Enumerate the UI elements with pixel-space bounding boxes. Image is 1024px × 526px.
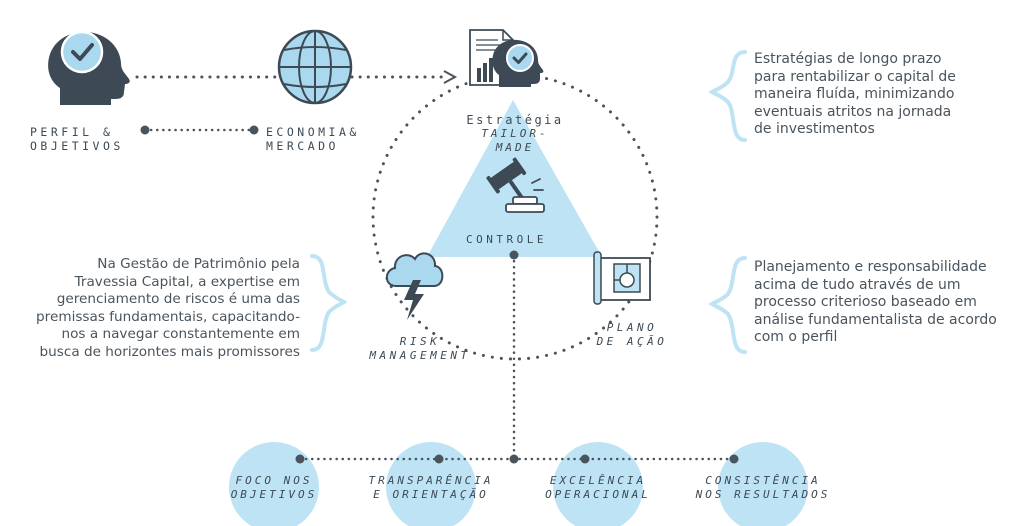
brace-middle-left [310, 254, 348, 352]
pillar-circle-2 [386, 442, 476, 526]
pillar-circle-3 [553, 442, 643, 526]
pillar-1-line1: FOCO NOS [235, 474, 313, 487]
globe-icon [277, 29, 353, 105]
planejamento-desc-line: acima de tudo através de um [754, 276, 961, 293]
pillar-4-line1: CONSISTÊNCIA [705, 474, 821, 487]
perfil-line2: OBJETIVOS [30, 139, 124, 153]
perfil-dot [140, 125, 150, 135]
estrategia-line3: MADE [495, 141, 535, 154]
economia-dot [249, 125, 259, 135]
gestao-desc-line: nos a navegar constantemente em [61, 326, 300, 342]
document-chart-icon [469, 29, 544, 87]
gestao-desc-line: Travessia Capital, a expertise em [74, 273, 300, 290]
gestao-desc-line: Na Gestão de Patrimônio pela [97, 256, 300, 272]
gestao-desc-line: busca de horizontes mais promissores [39, 343, 300, 360]
pillar-circle-1 [229, 442, 319, 526]
pillar-label-4: CONSISTÊNCIA NOS RESULTADOS [663, 474, 863, 502]
economia-label: ECONOMIA& MERCADO [266, 125, 360, 153]
brace-top-right [708, 50, 747, 142]
estrategia-desc-line: para rentabilizar o capital de [754, 68, 956, 85]
gestao-desc-line: premissas fundamentais, capacitando- [36, 308, 300, 325]
controle-label: CONTROLE [466, 233, 547, 246]
bottom-dot-4 [580, 454, 590, 464]
plano-label: PLANO DE AÇÃO [582, 321, 682, 349]
estrategia-desc-line: maneira fluída, minimizando [754, 86, 955, 102]
pillar-label-2: TRANSPARÊNCIA E ORIENTAÇÃO [346, 474, 516, 502]
estrategia-desc-line: de investimentos [754, 121, 875, 137]
estrategia-desc-line: eventuais atritos na jornada [754, 103, 952, 120]
pillar-4-line2: NOS RESULTADOS [695, 488, 831, 501]
plano-line2: DE AÇÃO [596, 335, 668, 348]
blueprint-icon [593, 251, 651, 305]
gestao-desc-line: gerenciamento de riscos é uma das [56, 291, 300, 307]
estrategia-line2: TAILOR- [481, 127, 549, 140]
economia-line1: ECONOMIA& [266, 125, 360, 139]
risk-line1: RISK [399, 335, 441, 348]
planejamento-desc-line: análise fundamentalista de acordo [754, 311, 997, 328]
bottom-dot-5 [729, 454, 739, 464]
estrategia-description: Estratégias de longo prazo para rentabil… [754, 51, 1014, 139]
controle-dot [509, 250, 519, 260]
planejamento-desc-line: Planejamento e responsabilidade [754, 259, 987, 275]
planejamento-desc-line: processo criterioso baseado em [754, 294, 977, 310]
control-triangle [427, 100, 602, 257]
estrategia-line1: Estratégia [466, 113, 564, 127]
pillar-2-line1: TRANSPARÊNCIA [368, 474, 494, 487]
risk-line2: MANAGEMENT [369, 349, 471, 362]
planejamento-desc-line: com o perfil [754, 329, 838, 345]
pillar-2-line2: E ORIENTAÇÃO [373, 488, 489, 501]
bottom-dot-2 [434, 454, 444, 464]
pillar-label-1: FOCO NOS OBJETIVOS [204, 474, 344, 502]
plano-line1: PLANO [606, 321, 658, 334]
brace-middle-right [708, 256, 747, 354]
bottom-dot-1 [295, 454, 305, 464]
bottom-dot-3 [509, 454, 519, 464]
strategy-circle [371, 73, 659, 361]
storm-cloud-icon [385, 252, 444, 320]
economia-line2: MERCADO [266, 139, 339, 153]
pillar-3-line1: EXCELÊNCIA [549, 474, 647, 487]
estrategia-desc-line: Estratégias de longo prazo [754, 51, 942, 67]
pillar-label-3: EXCELÊNCIA OPERACIONAL [515, 474, 681, 502]
estrategia-label: Estratégia TAILOR- MADE [440, 113, 590, 155]
pillar-1-line2: OBJETIVOS [230, 488, 318, 501]
arrow-head-icon [443, 70, 458, 84]
perfil-line1: PERFIL & [30, 125, 114, 139]
gavel-icon [486, 157, 545, 213]
perfil-label: PERFIL & OBJETIVOS [30, 125, 124, 153]
pillar-3-line2: OPERACIONAL [545, 488, 651, 501]
pillar-circle-4 [718, 442, 808, 526]
planejamento-description: Planejamento e responsabilidade acima de… [754, 259, 1016, 347]
risk-label: RISK MANAGEMENT [350, 335, 490, 363]
gestao-description: Na Gestão de Patrimônio pela Travessia C… [10, 256, 300, 361]
head-check-icon [48, 30, 130, 105]
